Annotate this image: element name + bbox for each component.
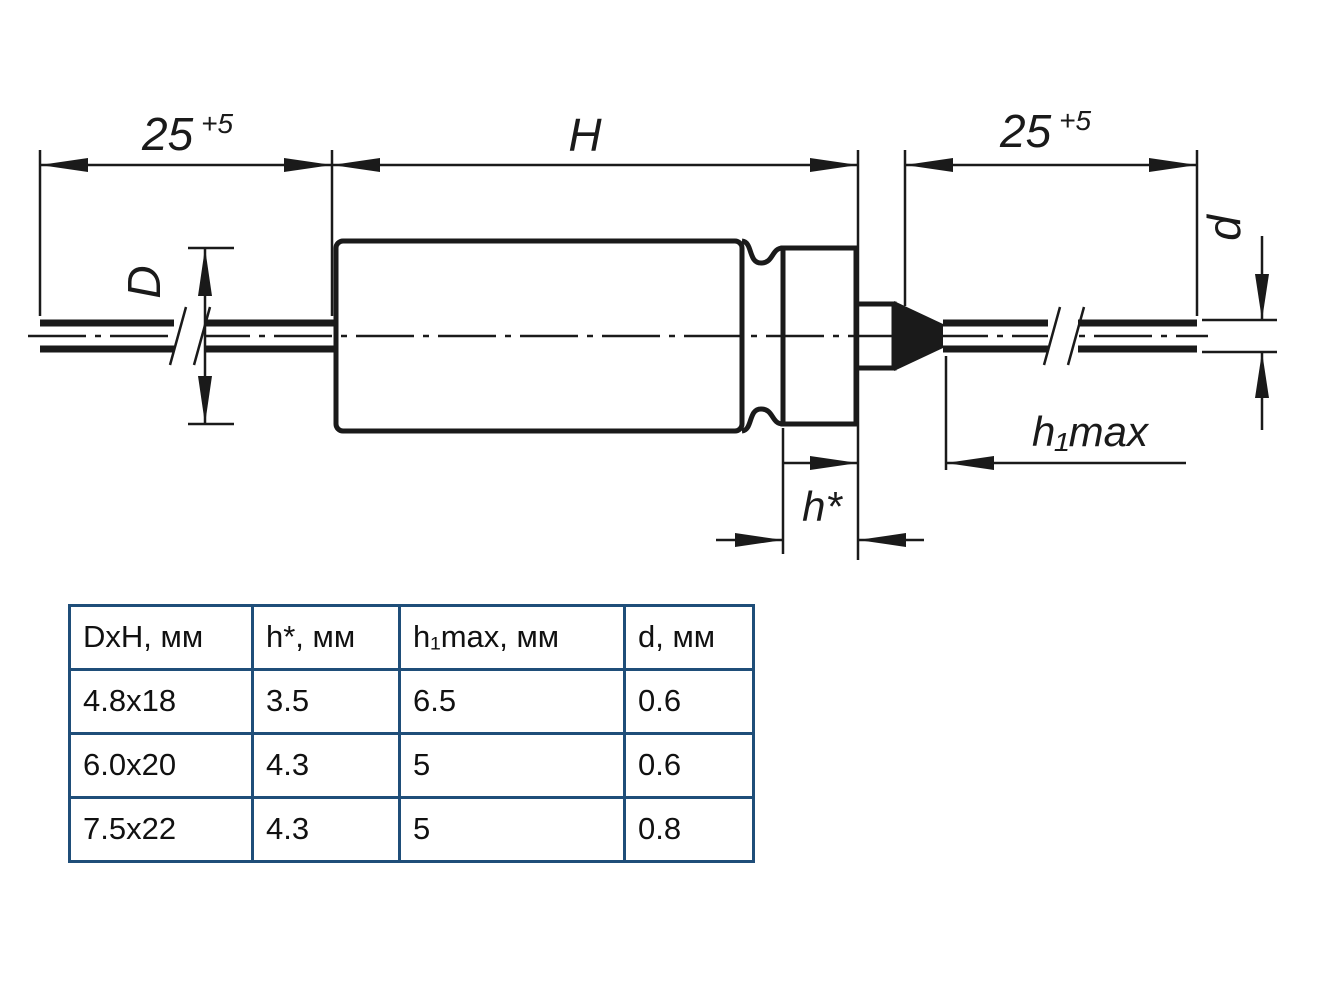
dim-label-body-length: H: [568, 109, 602, 161]
lead-taper-solid: [894, 301, 943, 371]
table-cell-hstar: 3.5: [251, 668, 401, 736]
table-cell-d: 0.6: [623, 732, 755, 800]
dim-tolerance: +5: [1059, 105, 1091, 136]
dim-value: 25: [999, 105, 1052, 157]
arrowhead-right: [284, 158, 332, 172]
right-lead-break-mark-1: [1042, 306, 1062, 366]
crimp-groove-top: [741, 238, 784, 266]
dim-label-left-lead-length: 25+5: [141, 108, 234, 160]
left-lead-break-mark-1: [168, 306, 188, 366]
table-row: 7.5x22 4.3 5 0.8: [68, 796, 755, 864]
arrowhead-down: [1255, 274, 1269, 320]
dim-label-right-lead-length: 25+5: [999, 105, 1092, 157]
body-case-outline: [333, 238, 745, 434]
dim-label-lead-diameter: d: [1198, 214, 1250, 241]
table-row: 6.0x20 4.3 5 0.6: [68, 732, 755, 800]
table-cell-d: 0.8: [623, 796, 755, 864]
table-cell-h1max: 5: [398, 796, 626, 864]
table-cell-hstar: 4.3: [251, 732, 401, 800]
arrowhead-right: [810, 456, 858, 470]
table-cell-h1max: 5: [398, 732, 626, 800]
arrowhead-up: [198, 248, 212, 296]
dim-label-diameter: D: [118, 265, 170, 298]
table-header-h1max: h₁max, мм: [398, 603, 626, 672]
table-cell-d: 0.6: [623, 668, 755, 736]
dim-lead-diameter: d: [1198, 214, 1277, 430]
dim-label-h1max: h₁max: [1032, 408, 1150, 455]
dim-body-length: H: [332, 109, 860, 560]
dim-label-hstar: h*: [802, 483, 843, 530]
table-cell-h1max: 6.5: [398, 668, 626, 736]
capacitor-body: [333, 238, 943, 434]
arrowhead-left: [905, 158, 953, 172]
arrowhead-left: [40, 158, 88, 172]
table-cell-hstar: 4.3: [251, 796, 401, 864]
dimension-table: DxH, мм h*, мм h₁max, мм d, мм 4.8x18 3.…: [68, 603, 755, 864]
dim-left-lead-length: 25+5: [38, 108, 334, 316]
crimp-groove-bottom: [741, 406, 784, 434]
arrowhead-up: [1255, 352, 1269, 398]
arrowhead-right: [810, 158, 858, 172]
table-header-d: d, мм: [623, 603, 755, 672]
left-lead: [40, 306, 336, 366]
arrowhead-left: [946, 456, 994, 470]
dim-body-diameter: D: [118, 246, 234, 426]
table-header-dxh: DxH, мм: [68, 603, 254, 672]
arrowhead-right: [735, 533, 783, 547]
dim-right-lead-length: 25+5: [903, 105, 1199, 316]
arrowhead-left: [858, 533, 906, 547]
table-cell-dxh: 7.5x22: [68, 796, 254, 864]
dim-h1max: h₁max: [784, 356, 1186, 470]
dim-hstar: h*: [716, 428, 924, 554]
right-lead-break-mark-2: [1066, 306, 1086, 366]
table-cell-dxh: 6.0x20: [68, 732, 254, 800]
arrowhead-down: [198, 376, 212, 424]
table-row: 4.8x18 3.5 6.5 0.6: [68, 668, 755, 736]
left-lead-break-mark-2: [192, 306, 212, 366]
right-lead: [943, 306, 1197, 366]
dim-value: 25: [141, 108, 194, 160]
table-cell-dxh: 4.8x18: [68, 668, 254, 736]
table-header-hstar: h*, мм: [251, 603, 401, 672]
arrowhead-left: [332, 158, 380, 172]
dim-tolerance: +5: [201, 108, 233, 139]
arrowhead-right: [1149, 158, 1197, 172]
table-header-row: DxH, мм h*, мм h₁max, мм d, мм: [68, 603, 755, 672]
capacitor-dimension-drawing: 25+5 H 25+5 D: [28, 105, 1277, 560]
